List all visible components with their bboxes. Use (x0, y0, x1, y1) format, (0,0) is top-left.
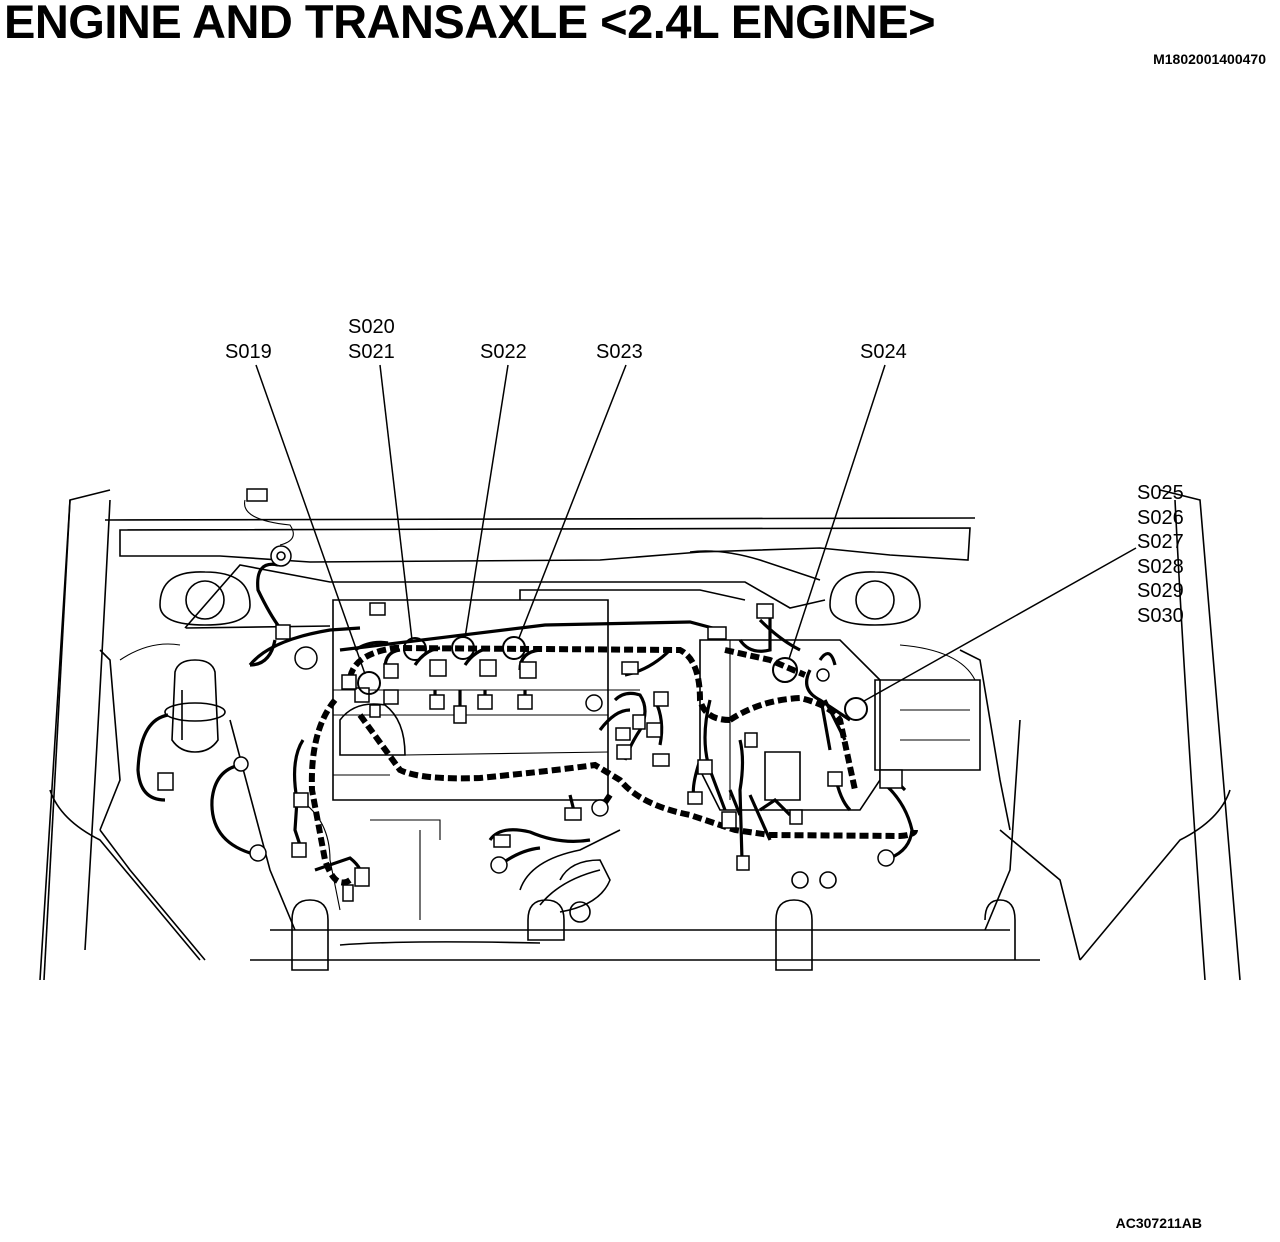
connector (615, 727, 631, 741)
connector (453, 705, 467, 724)
ground-terminal (816, 668, 830, 682)
connector (479, 659, 497, 677)
connector (477, 694, 493, 710)
connector (157, 772, 174, 791)
splice-s019 (357, 671, 381, 695)
callout-s023: S023 (596, 341, 643, 363)
ground-terminal (233, 756, 249, 772)
splice-s020-s021 (403, 637, 427, 661)
connector (369, 602, 386, 616)
wiring-harness (308, 644, 918, 886)
connector (652, 753, 670, 767)
callout-s029: S029 (1137, 580, 1184, 602)
callout-s025: S025 (1137, 482, 1184, 504)
splice-s022 (451, 636, 475, 660)
connector (744, 732, 758, 748)
connector (632, 714, 646, 730)
connector (383, 663, 399, 679)
callout-s020: S020 (348, 316, 395, 338)
connector (493, 834, 511, 848)
car-body-outline (39, 489, 1241, 981)
connector (697, 759, 713, 775)
connector (342, 884, 354, 902)
callout-s028: S028 (1137, 556, 1184, 578)
connector (616, 744, 632, 760)
connector (564, 807, 582, 821)
ground-terminal (490, 856, 508, 874)
connectors (157, 488, 903, 902)
page-title: ENGINE AND TRANSAXLE <2.4L ENGINE> (4, 0, 936, 48)
relay-box (879, 769, 903, 789)
connector (275, 624, 291, 640)
leader-s024 (788, 364, 886, 660)
grommet (294, 646, 318, 670)
document-code: M1802001400470 (1153, 51, 1266, 67)
connector (429, 659, 447, 677)
sensor (591, 799, 609, 817)
connector (721, 811, 737, 829)
splice-s024 (772, 657, 798, 683)
connector (517, 694, 533, 710)
callout-s027: S027 (1137, 531, 1184, 553)
connector (646, 722, 662, 738)
leader-s023 (518, 364, 627, 639)
connector (736, 855, 750, 871)
splice-s023 (502, 636, 526, 660)
callout-s022: S022 (480, 341, 527, 363)
connector (707, 626, 727, 640)
callout-s030: S030 (1137, 605, 1184, 627)
connector (383, 689, 399, 705)
connector (621, 661, 639, 675)
connector (429, 694, 445, 710)
ground-terminal (249, 844, 267, 862)
connector (354, 867, 370, 887)
ground-terminal (877, 849, 895, 867)
connector (293, 792, 309, 808)
callout-s019: S019 (225, 341, 272, 363)
grommet (270, 545, 292, 567)
connector (789, 809, 803, 825)
connector (756, 603, 774, 619)
leader-s025-s030 (863, 547, 1137, 702)
sensor (585, 694, 603, 712)
connector (827, 771, 843, 787)
splice-markers (357, 636, 868, 721)
leader-s022 (464, 364, 509, 639)
callout-s024: S024 (860, 341, 907, 363)
connector (246, 488, 268, 502)
callout-s021: S021 (348, 341, 395, 363)
splice-s025-s030 (844, 697, 868, 721)
connector (341, 674, 357, 690)
callout-labels: S019 S020 S021 S022 S023 S024 S025 S026 … (225, 316, 1184, 627)
leader-lines (255, 364, 1137, 702)
connector (687, 791, 703, 805)
connector (291, 842, 307, 858)
connector (653, 691, 669, 707)
callout-s026: S026 (1137, 507, 1184, 529)
figure-code: AC307211AB (1115, 1215, 1202, 1231)
connector (519, 661, 537, 679)
connector (369, 704, 381, 718)
leader-s020-s021 (379, 364, 413, 641)
connector (354, 687, 370, 703)
leader-s019 (255, 364, 366, 675)
